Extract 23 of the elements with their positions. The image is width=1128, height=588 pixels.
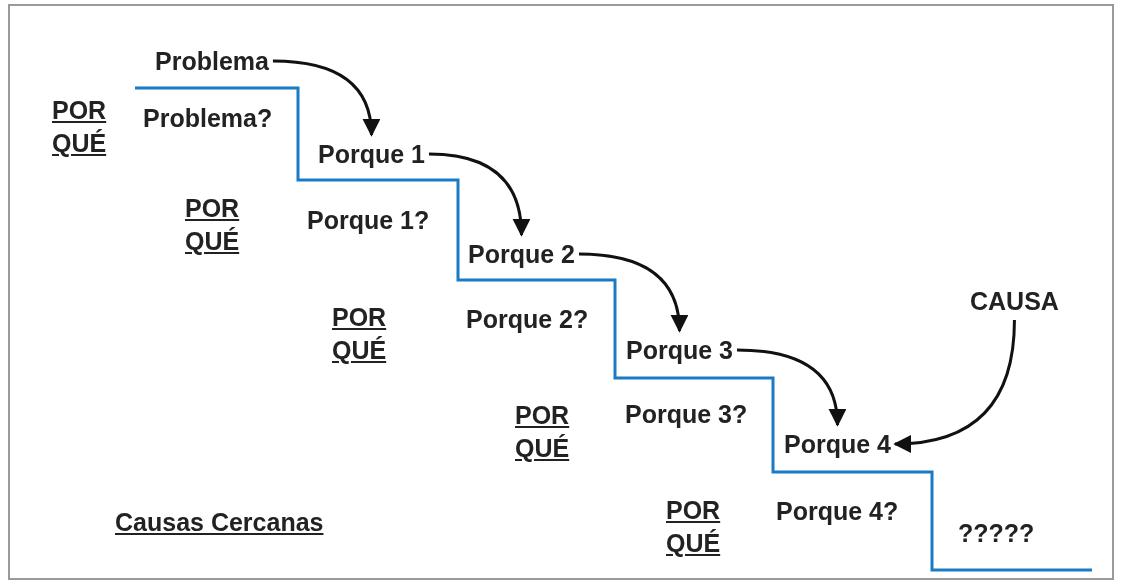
question-label: POR QUÉ: [515, 400, 570, 464]
question-label: POR QUÉ: [185, 193, 240, 257]
step-label: Problema: [155, 46, 269, 76]
step-label: Problema?: [143, 103, 273, 133]
step-label: Porque 1: [318, 139, 425, 169]
step-label: Porque 3?: [625, 399, 748, 429]
step-label: Porque 2: [468, 239, 575, 269]
heading-label: Causas Cercanas: [115, 507, 324, 537]
curved-arrow: [578, 252, 688, 333]
curved-arrow: [736, 348, 846, 427]
curved-arrow: [428, 152, 530, 237]
curved-arrow: [272, 59, 380, 137]
step-label: CAUSA: [970, 286, 1059, 316]
step-label: Porque 2?: [466, 304, 589, 334]
step-label: ?????: [958, 518, 1035, 548]
step-label: Porque 1?: [307, 205, 430, 235]
question-label: POR QUÉ: [666, 495, 721, 559]
question-label: POR QUÉ: [52, 95, 107, 159]
question-label: POR QUÉ: [332, 302, 387, 366]
step-label: Porque 4?: [776, 496, 899, 526]
step-label: Porque 3: [626, 335, 733, 365]
step-label: Porque 4: [784, 429, 891, 459]
curved-arrow: [893, 319, 1016, 453]
